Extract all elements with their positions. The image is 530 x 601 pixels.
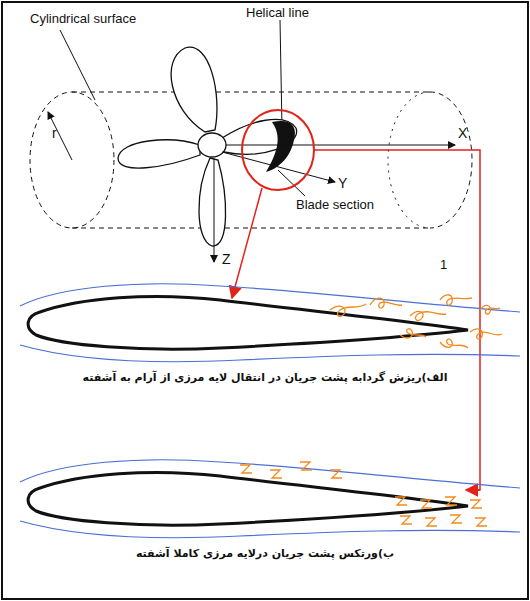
radius-arrow [48,112,72,160]
vortex-mark [400,516,412,524]
leader-line [278,170,305,196]
x-axis [226,145,455,146]
dimension-label: r [52,126,57,141]
propeller [118,47,297,246]
vortex-mark [300,462,312,470]
vortex-mark [475,518,487,526]
red-arrow [232,188,262,298]
axis-label: Y [338,176,347,191]
caption-text: الف)ریزش گردابه پشت جریان در انتقال لایه… [82,372,447,384]
vortex-mark [330,470,342,478]
airfoil-a [20,284,520,362]
leader-line [280,20,282,128]
leader-line [60,30,95,100]
vortex-mark [445,497,457,505]
part-label: Helical line [246,6,309,20]
vortex-mark [395,497,407,505]
vortex-mark [240,465,252,473]
vortex-mark [425,518,437,526]
vortex-mark [420,500,432,508]
red-arrow [466,489,480,491]
airfoil-b [20,460,520,538]
callout-number: 1 [440,258,447,272]
z-axis [214,158,215,262]
cylinder [30,92,472,228]
highlight-circle [242,110,314,190]
axis-label: X [458,126,467,141]
caption-text: ب)ورتکس پشت جریان درلایه مرزی کاملا آشفت… [136,548,394,560]
part-label: Cylindrical surface [30,12,136,26]
y-axis [222,152,335,182]
vortex-mark [270,470,282,478]
part-label: Blade section [296,198,374,212]
vortex-mark [450,515,462,523]
vortex-mark [470,500,482,508]
axis-label: Z [222,252,231,267]
